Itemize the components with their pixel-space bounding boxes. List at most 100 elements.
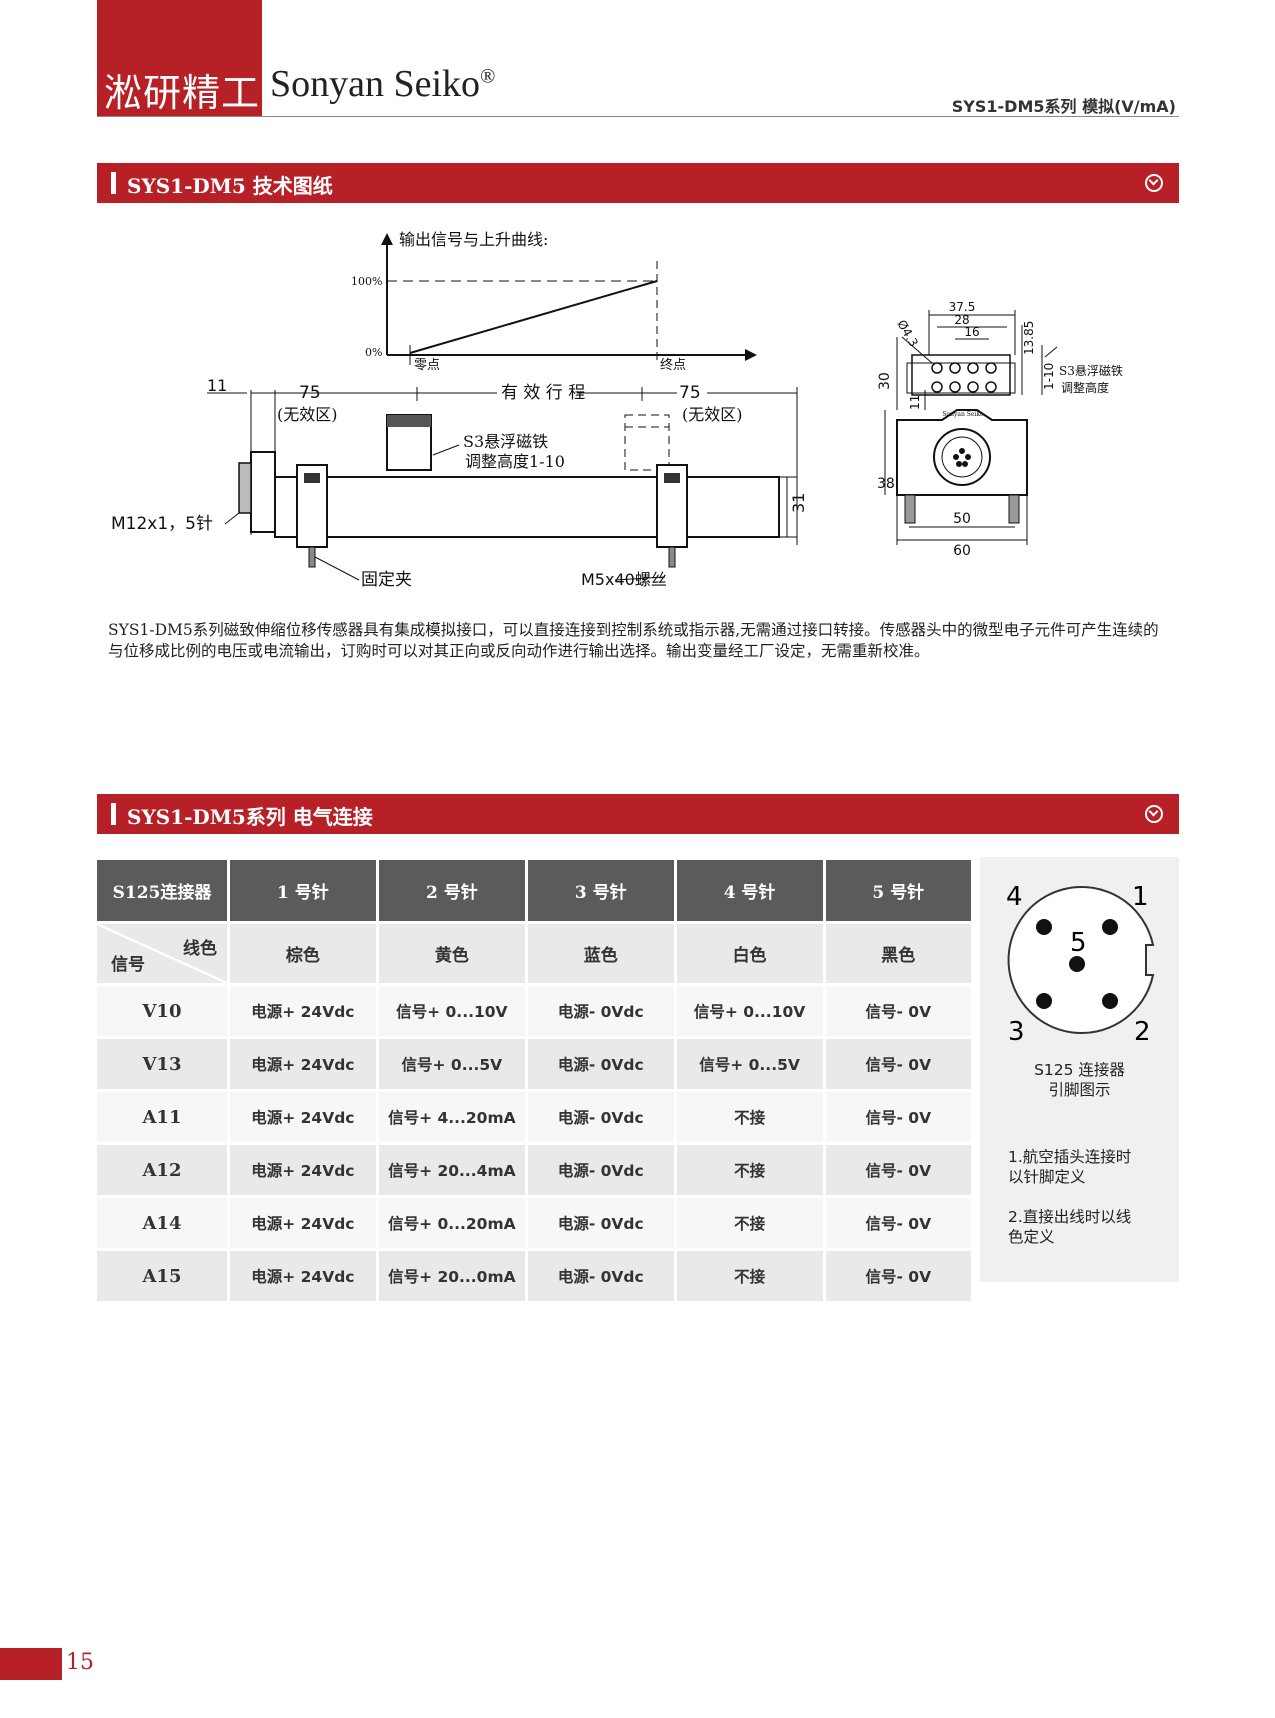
- registered-mark: ®: [480, 65, 496, 88]
- table-cell: 信号+ 4...20mA: [378, 1092, 525, 1142]
- side-dim-phi: Ø4.3: [894, 318, 920, 350]
- side-brand-mark: Sonyan Seiko: [942, 411, 984, 418]
- section-bar-technical-drawing: SYS1-DM5 技术图纸: [97, 163, 1179, 203]
- brand-name-en: Sonyan Seiko®: [270, 62, 495, 106]
- signal-code-cell: A12: [97, 1145, 227, 1195]
- diagonal-header-cell: 线色 信号: [97, 924, 227, 983]
- side-dim-37-5: 37.5: [949, 300, 976, 314]
- floating-magnet: [386, 414, 670, 471]
- table-cell: 信号- 0V: [825, 1198, 971, 1248]
- table-cell: 电源- 0Vdc: [527, 1092, 674, 1142]
- side-dim-50: 50: [953, 511, 971, 527]
- table-row: V13 电源+ 24Vdc 信号+ 0...5V 电源- 0Vdc 信号+ 0.…: [97, 1039, 971, 1089]
- pin-number-4: 4: [1006, 882, 1023, 912]
- table-cell: 电源+ 24Vdc: [229, 1145, 376, 1195]
- header-connector: S125连接器: [97, 860, 227, 921]
- product-description: SYS1-DM5系列磁致伸缩位移传感器具有集成模拟接口，可以直接连接到控制系统或…: [108, 621, 1159, 660]
- header-pin-1: 1 号针: [229, 860, 376, 921]
- table-row: A14 电源+ 24Vdc 信号+ 0...20mA 电源- 0Vdc 不接 信…: [97, 1198, 971, 1248]
- table-cell: 电源+ 24Vdc: [229, 1198, 376, 1248]
- table-cell: 电源- 0Vdc: [527, 1251, 674, 1301]
- wire-color-cell: 白色: [676, 924, 823, 983]
- chevron-down-icon[interactable]: [1145, 805, 1163, 823]
- curve-title: 输出信号与上升曲线:: [399, 230, 548, 249]
- side-view: [884, 310, 1058, 545]
- table-cell: 不接: [676, 1198, 823, 1248]
- table-cell: 信号- 0V: [825, 1092, 971, 1142]
- brand-block: [97, 0, 262, 116]
- signal-code-cell: A14: [97, 1198, 227, 1248]
- note-2-line-1: 2.直接出线时以线: [1008, 1208, 1132, 1226]
- table-cell: 电源- 0Vdc: [527, 1198, 674, 1248]
- table-cell: 信号- 0V: [825, 1145, 971, 1195]
- table-header-row: S125连接器 1 号针 2 号针 3 号针 4 号针 5 号针: [97, 860, 971, 921]
- table-cell: 信号- 0V: [825, 986, 971, 1036]
- note-1: 1.航空插头连接时 以针脚定义: [1008, 1147, 1173, 1187]
- wire-color-cell: 棕色: [229, 924, 376, 983]
- side-dim-13-85: 13.85: [1022, 321, 1036, 355]
- side-note-2: 调整高度: [1061, 380, 1109, 395]
- header-pin-5: 5 号针: [825, 860, 971, 921]
- zero-point-label: 零点: [414, 358, 440, 373]
- note-1-line-1: 1.航空插头连接时: [1008, 1148, 1132, 1166]
- pin-number-2: 2: [1134, 1017, 1151, 1047]
- output-curve-graph: [381, 233, 757, 365]
- diagonal-line: [97, 924, 227, 983]
- section-title: SYS1-DM5 技术图纸: [127, 174, 333, 198]
- brand-name-cn: 淞研精工: [104, 71, 261, 115]
- table-row: V10 电源+ 24Vdc 信号+ 0...10V 电源- 0Vdc 信号+ 0…: [97, 986, 971, 1036]
- signal-code-cell: V10: [97, 986, 227, 1036]
- table-cell: 信号+ 0...10V: [676, 986, 823, 1036]
- sensor-rod: [238, 451, 797, 568]
- table-cell: 电源- 0Vdc: [527, 1145, 674, 1195]
- signal-code-cell: A11: [97, 1092, 227, 1142]
- header-pin-2: 2 号针: [378, 860, 525, 921]
- side-dim-16: 16: [964, 325, 979, 339]
- side-dim-11: 11: [908, 395, 922, 410]
- effective-stroke-label: 有 效 行 程: [501, 383, 585, 403]
- connector-pin-diagram: 1 2 3 4 5: [1006, 882, 1155, 1047]
- diag-top-label: 线色: [182, 939, 217, 959]
- section-bar-electrical: SYS1-DM5系列 电气连接: [97, 794, 1179, 834]
- note-2: 2.直接出线时以线 色定义: [1008, 1207, 1173, 1247]
- chevron-down-icon[interactable]: [1145, 174, 1163, 192]
- table-row: A11 电源+ 24Vdc 信号+ 4...20mA 电源- 0Vdc 不接 信…: [97, 1092, 971, 1142]
- section-marker: [111, 172, 116, 194]
- table-cell: 信号+ 0...5V: [676, 1039, 823, 1089]
- side-dim-38: 38: [877, 476, 895, 492]
- header-pin-3: 3 号针: [527, 860, 674, 921]
- table-cell: 信号- 0V: [825, 1251, 971, 1301]
- electrical-connection-table: S125连接器 1 号针 2 号针 3 号针 4 号针 5 号针 线色 信号 棕…: [94, 857, 974, 1304]
- side-dim-60: 60: [953, 543, 971, 559]
- table-cell: 信号- 0V: [825, 1039, 971, 1089]
- connector-label: M12x1，5针: [111, 514, 213, 534]
- header-pin-4: 4 号针: [676, 860, 823, 921]
- pin-diagram-caption: S125 连接器 引脚图示: [980, 1060, 1179, 1100]
- section-title: SYS1-DM5系列 电气连接: [127, 805, 373, 829]
- table-cell: 电源+ 24Vdc: [229, 1092, 376, 1142]
- technical-drawing: 输出信号与上升曲线: 100% 0% 零点 终点 11 75 (无效区) 有 效…: [111, 230, 1123, 590]
- side-dim-1-10: 1-10: [1042, 363, 1056, 390]
- caption-line-2: 引脚图示: [1048, 1081, 1111, 1099]
- table-cell: 电源+ 24Vdc: [229, 986, 376, 1036]
- screw-label: M5x40螺丝: [581, 570, 667, 589]
- section-marker: [111, 803, 116, 825]
- header-divider: [97, 116, 1179, 117]
- table-cell: 不接: [676, 1092, 823, 1142]
- clamp-label: 固定夹: [361, 570, 412, 590]
- magnet-note-1: S3悬浮磁铁: [463, 432, 548, 451]
- table-cell: 电源+ 24Vdc: [229, 1039, 376, 1089]
- pin-number-3: 3: [1008, 1017, 1025, 1047]
- pin-number-1: 1: [1132, 882, 1149, 912]
- table-row: A12 电源+ 24Vdc 信号+ 20...4mA 电源- 0Vdc 不接 信…: [97, 1145, 971, 1195]
- wire-color-row: 线色 信号 棕色 黄色 蓝色 白色 黑色: [97, 924, 971, 983]
- page-number-bar: [0, 1648, 62, 1680]
- table-cell: 电源- 0Vdc: [527, 1039, 674, 1089]
- dead-zone-left: (无效区): [277, 405, 338, 424]
- dim-31: 31: [789, 493, 808, 513]
- wire-color-cell: 蓝色: [527, 924, 674, 983]
- dim-75-right: 75: [679, 383, 701, 403]
- signal-code-cell: V13: [97, 1039, 227, 1089]
- end-point-label: 终点: [660, 357, 686, 373]
- caption-line-1: S125 连接器: [1034, 1061, 1125, 1079]
